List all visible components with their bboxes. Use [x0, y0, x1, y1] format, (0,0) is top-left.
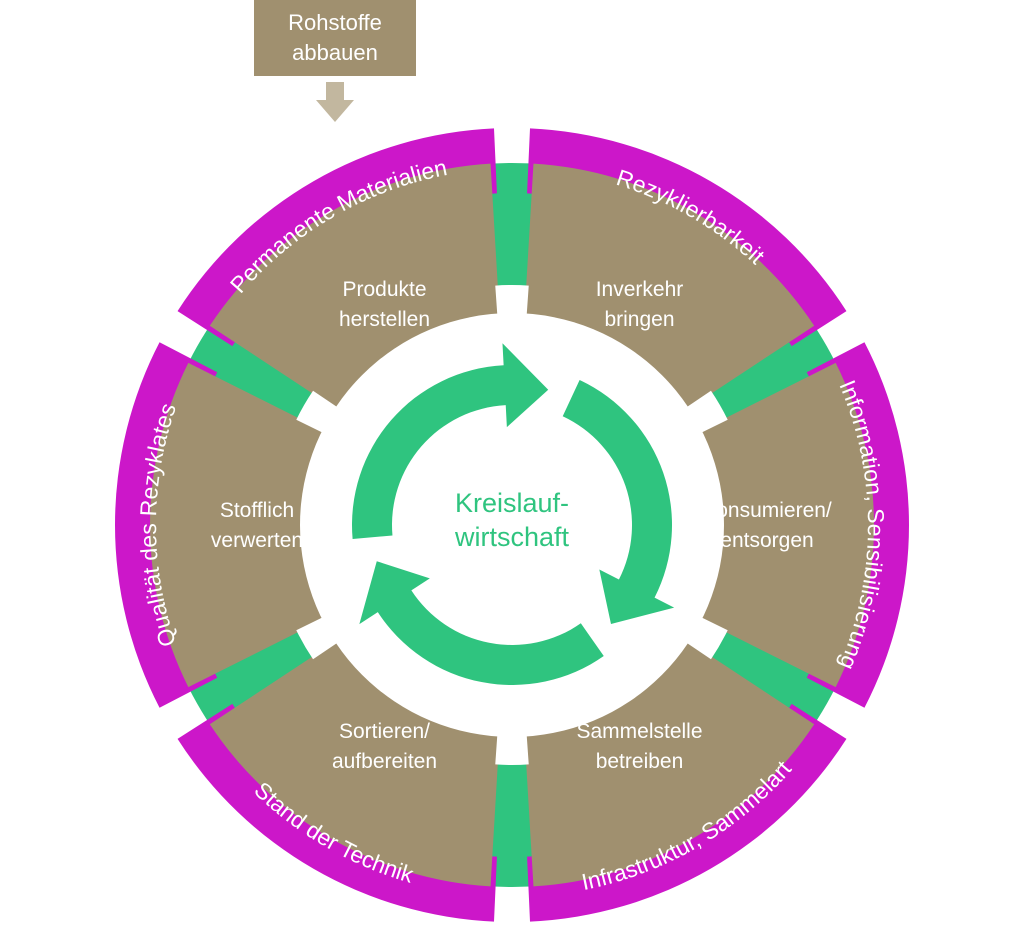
inner-spoke-gap-5	[296, 610, 350, 660]
cycle-arrows-icon	[352, 343, 675, 685]
raw-materials-box-bg	[254, 0, 416, 76]
inner-spoke-gap-6	[296, 390, 350, 440]
center-label-line2: wirtschaft	[454, 522, 570, 552]
segment-4	[209, 632, 501, 887]
segment-5	[150, 362, 337, 688]
segment-label-4-line1: Sortieren/	[339, 720, 430, 743]
segment-label-3-line2: betreiben	[596, 750, 684, 773]
cycle-arrow-2	[562, 379, 675, 624]
inner-spoke-gap-1	[495, 284, 529, 330]
center-label-line1: Kreislauf-	[455, 488, 569, 518]
segment-label-5-line2: verwerten	[211, 529, 303, 552]
inner-spoke-gap-3	[674, 610, 728, 660]
segment-label-6-line1: Produkte	[342, 278, 426, 301]
segment-label-2-line1: Konsumieren/	[702, 499, 832, 522]
segment-label-1-line1: Inverkehr	[596, 278, 684, 301]
segment-label-3-line1: Sammelstelle	[576, 720, 702, 743]
down-arrow-icon	[316, 82, 354, 122]
segment-label-6-line2: herstellen	[339, 308, 430, 331]
segment-label-5-line1: Stofflich	[220, 499, 294, 522]
cycle-arrow-1	[352, 343, 549, 539]
cycle-arrow-3	[359, 561, 604, 685]
segment-3	[523, 632, 815, 887]
segment-1	[523, 163, 815, 418]
center-cycle: Kreislauf- wirtschaft	[316, 329, 708, 721]
segment-6	[209, 163, 501, 418]
segment-label-2-line2: entsorgen	[720, 529, 813, 552]
inner-spoke-gap-2	[674, 390, 728, 440]
raw-materials-box: Rohstoffe abbauen	[254, 0, 416, 122]
inner-spoke-gap-4	[495, 720, 529, 766]
segment-label-layer: Inverkehr bringenKonsumieren/entsorgenSam…	[211, 278, 832, 773]
segment-label-1-line2: bringen	[604, 308, 674, 331]
segment-2	[687, 362, 874, 688]
segment-label-4-line2: aufbereiten	[332, 750, 437, 773]
raw-materials-line2: abbauen	[292, 40, 378, 65]
raw-materials-line1: Rohstoffe	[288, 10, 382, 35]
